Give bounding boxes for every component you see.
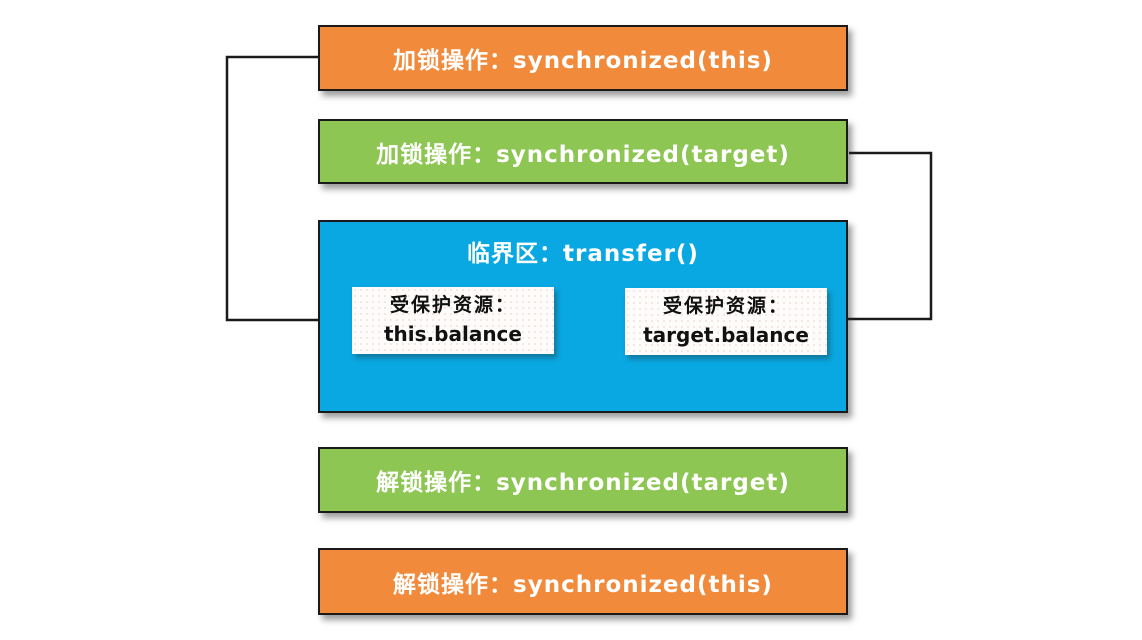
box-unlock-this-label: 解锁操作：synchronized(this) <box>393 571 773 598</box>
resource-target-balance-value: target.balance <box>643 322 809 347</box>
box-critical-section-label: 临界区：transfer() <box>467 241 699 267</box>
resource-target-balance: 受保护资源： target.balance <box>625 288 827 355</box>
resource-this-balance: 受保护资源： this.balance <box>352 287 554 354</box>
arrow-lock-target-to-resource-line <box>841 151 933 321</box>
box-lock-target: 加锁操作：synchronized(target) <box>318 119 848 184</box>
box-lock-this: 加锁操作：synchronized(this) <box>318 25 848 91</box>
box-unlock-target: 解锁操作：synchronized(target) <box>318 447 848 513</box>
resource-this-balance-value: this.balance <box>384 321 522 346</box>
box-lock-this-label: 加锁操作：synchronized(this) <box>393 48 773 74</box>
resource-target-balance-title: 受保护资源： <box>662 295 789 318</box>
box-unlock-target-label: 解锁操作：synchronized(target) <box>376 470 790 496</box>
arrow-lock-this-to-resource-line <box>225 55 338 322</box>
resource-this-balance-title: 受保护资源： <box>389 294 516 317</box>
box-unlock-this: 解锁操作：synchronized(this) <box>318 548 848 615</box>
box-lock-target-label: 加锁操作：synchronized(target) <box>376 141 790 168</box>
